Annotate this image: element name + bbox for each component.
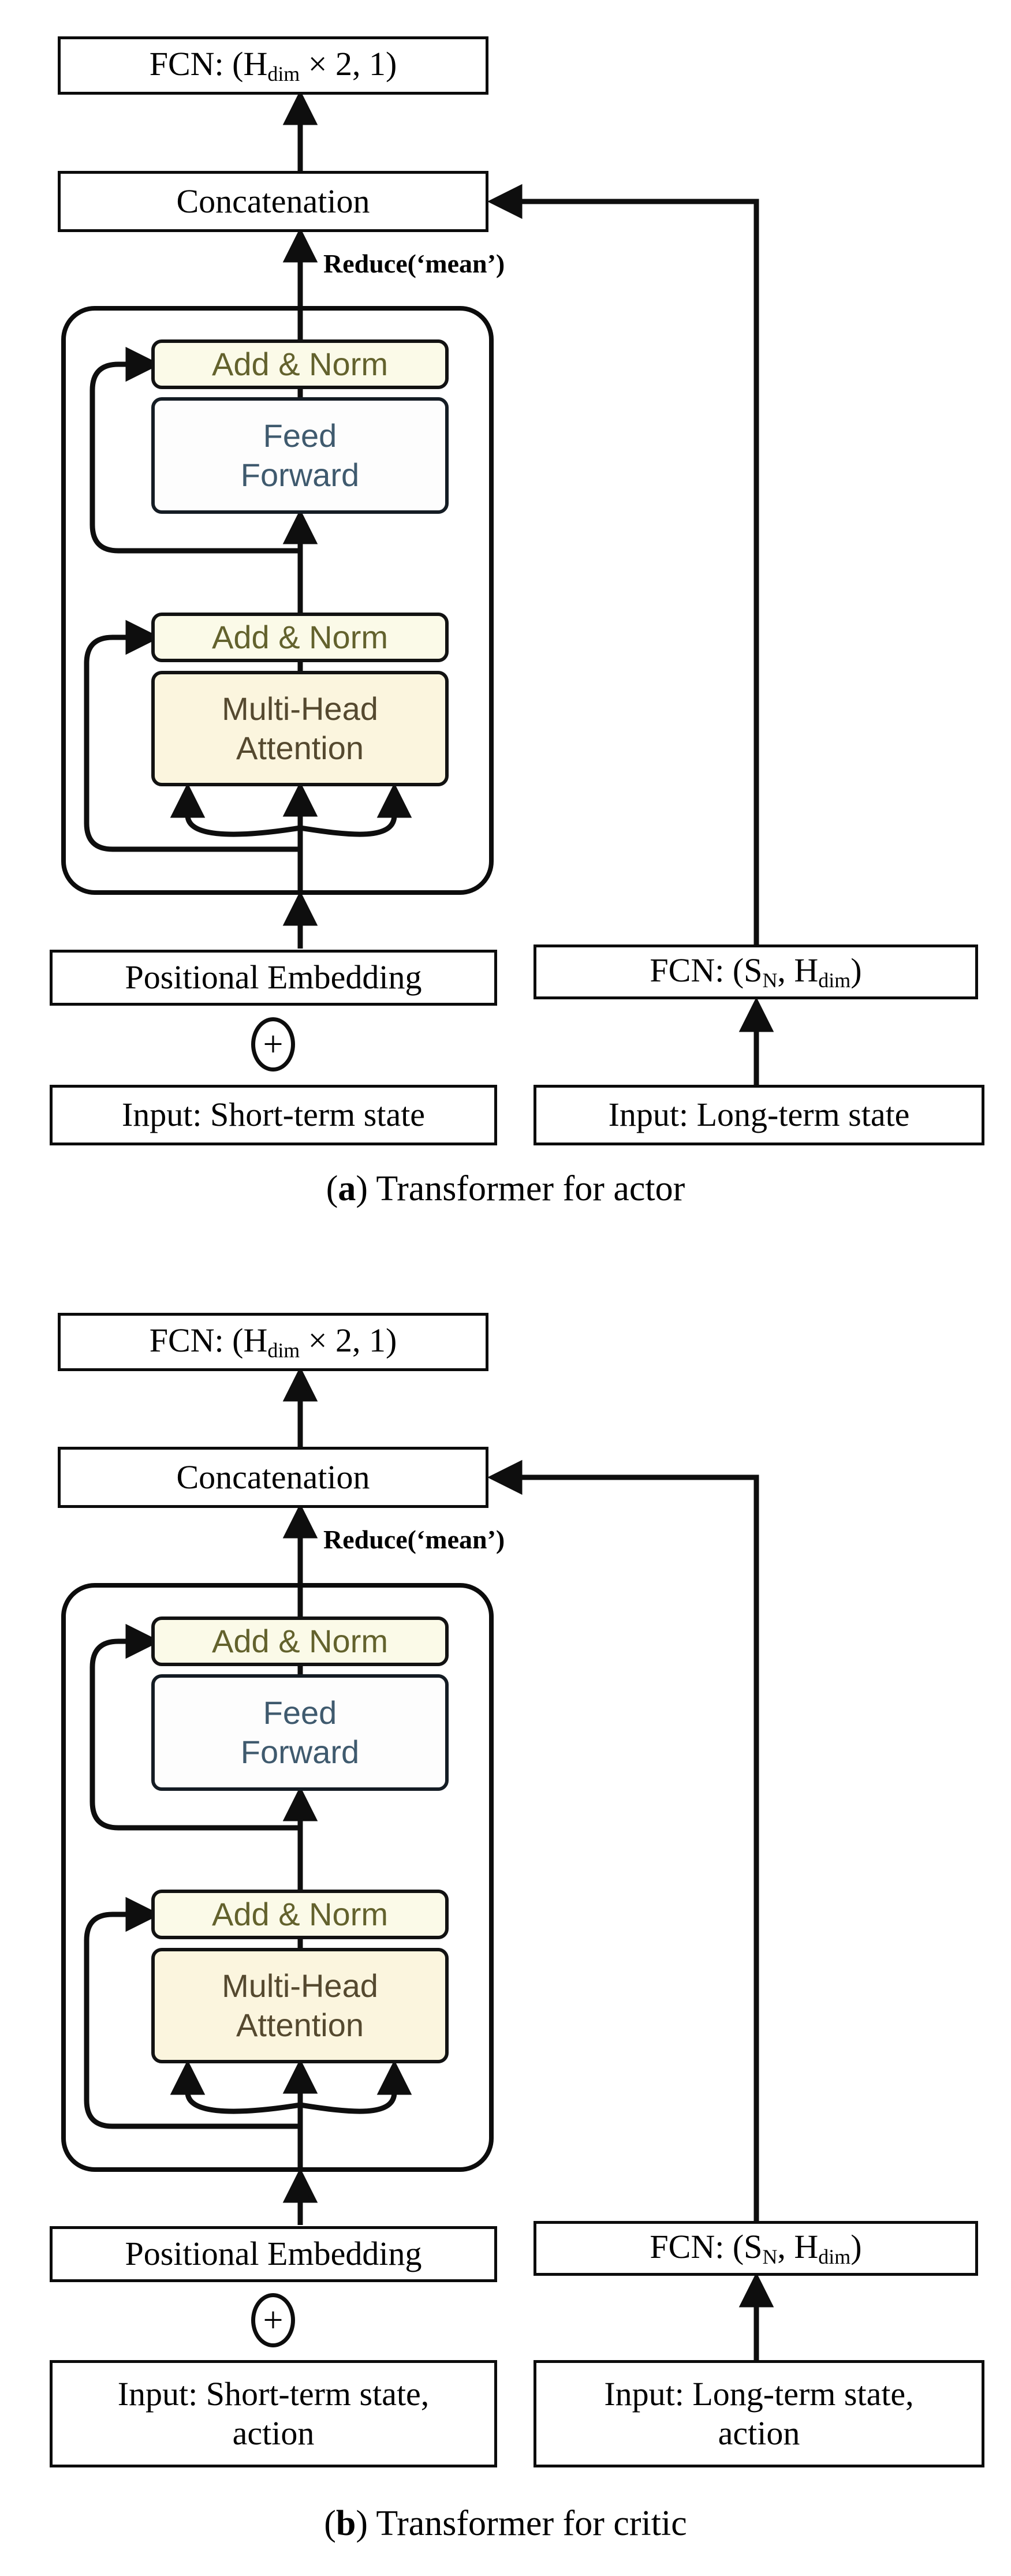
residual-loop-ff-b (89, 1638, 300, 1831)
residual-loop-mha-arrowhead-b (125, 1896, 161, 1932)
concatenation-box-actor: Concatenation (58, 171, 488, 232)
feed-forward-line1-actor: Feed (263, 417, 337, 454)
qkv-left-arrowhead-a (170, 782, 206, 818)
multi-head-line2-critic: Attention (236, 2007, 364, 2043)
fcn-output-box-actor: FCN: (Hdim × 2, 1) (58, 36, 488, 95)
transformer-block-container-critic (61, 1583, 494, 2172)
positional-embedding-label-critic: Positional Embedding (125, 2235, 422, 2273)
fcn-output-box-critic: FCN: (Hdim × 2, 1) (58, 1313, 488, 1371)
plus-sign-actor: + (263, 1024, 283, 1064)
positional-embedding-box-critic: Positional Embedding (50, 2226, 497, 2282)
qkv-arrows-a (185, 815, 397, 837)
input-short-term-label-actor: Input: Short-term state (121, 1096, 426, 1134)
add-norm-box-1-critic: Add & Norm (151, 1616, 449, 1666)
fcn-hidden-box-critic: FCN: (SN, Hdim) (534, 2221, 978, 2276)
input-long-term-box-actor: Input: Long-term state (534, 1085, 984, 1145)
positional-embedding-label-actor: Positional Embedding (125, 958, 422, 996)
feed-forward-line2-actor: Forward (240, 457, 360, 493)
concatenation-label-actor: Concatenation (176, 182, 370, 220)
add-norm-box-2-critic: Add & Norm (151, 1890, 449, 1939)
add-norm-label-2-actor: Add & Norm (212, 618, 388, 655)
input-long-term-line1-critic: Input: Long-term state, (604, 2375, 914, 2413)
caption-open-paren-actor: ( (326, 1169, 338, 1208)
input-long-term-box-critic: Input: Long-term state, action (534, 2360, 984, 2467)
residual-loop-ff-arrowhead-b (125, 1623, 161, 1659)
input-long-term-label-actor: Input: Long-term state (608, 1096, 910, 1134)
reduce-mean-label-critic: Reduce(‘mean’) (323, 1525, 505, 1554)
plus-circle-actor: + (251, 1017, 295, 1072)
fcn-hidden-box-actor: FCN: (SN, Hdim) (534, 944, 978, 999)
feed-forward-line1-critic: Feed (263, 1694, 337, 1731)
feed-forward-box-actor: Feed Forward (151, 397, 449, 514)
concatenation-label-critic: Concatenation (176, 1458, 370, 1496)
branch-fcn-to-concat-b (517, 1474, 759, 2222)
arrow-concat-to-fcn-b (282, 1366, 318, 1449)
feed-forward-box-critic: Feed Forward (151, 1674, 449, 1791)
arrow-longinput-to-fcn-a (738, 996, 774, 1086)
residual-loop-ff-a (89, 361, 300, 554)
residual-loop-ff-arrowhead-a (125, 346, 161, 382)
branch-arrowhead-a (487, 184, 523, 219)
add-norm-label-2-critic: Add & Norm (212, 1895, 388, 1932)
plus-sign-critic: + (263, 2300, 283, 2340)
caption-letter-critic: b (335, 2504, 356, 2543)
concatenation-box-critic: Concatenation (58, 1447, 488, 1508)
caption-open-paren-critic: ( (324, 2504, 336, 2543)
caption-critic: (b) Transformer for critic (0, 2503, 1011, 2544)
transformer-block-container-actor (61, 306, 494, 895)
input-short-term-line1-critic: Input: Short-term state, (117, 2375, 430, 2413)
arrow-concat-to-fcn-a (282, 89, 318, 173)
positional-embedding-box-actor: Positional Embedding (50, 950, 497, 1006)
add-norm-label-1-actor: Add & Norm (212, 345, 388, 382)
caption-text-actor: ) Transformer for actor (356, 1169, 685, 1208)
caption-text-critic: ) Transformer for critic (356, 2504, 687, 2543)
fcn-output-label-critic: FCN: (Hdim × 2, 1) (149, 1321, 397, 1362)
branch-arrowhead-b (487, 1459, 523, 1495)
add-norm-box-2-actor: Add & Norm (151, 613, 449, 662)
fcn-hidden-label-actor: FCN: (SN, Hdim) (650, 951, 862, 992)
arrow-posemb-to-block-a (282, 890, 318, 949)
multi-head-attention-box-actor: Multi-Head Attention (151, 671, 449, 786)
multi-head-line1-actor: Multi-Head (222, 690, 378, 727)
input-short-term-line2-critic: action (232, 2414, 315, 2452)
arrow-block-to-concat-b (282, 1503, 318, 1585)
add-norm-box-1-actor: Add & Norm (151, 339, 449, 389)
caption-letter-actor: a (338, 1169, 356, 1208)
caption-actor: (a) Transformer for actor (0, 1168, 1011, 1209)
input-short-term-box-critic: Input: Short-term state, action (50, 2360, 497, 2467)
reduce-mean-label-actor: Reduce(‘mean’) (323, 249, 505, 278)
feed-forward-line2-critic: Forward (240, 1734, 360, 1770)
qkv-right-arrowhead-a (376, 782, 412, 818)
qkv-left-arrowhead-b (170, 2059, 206, 2095)
arrow-posemb-to-block-b (282, 2167, 318, 2225)
input-short-term-box-actor: Input: Short-term state (50, 1085, 497, 1145)
qkv-arrows-b (185, 2092, 397, 2114)
add-norm-label-1-critic: Add & Norm (212, 1622, 388, 1659)
residual-loop-mha-b (84, 1912, 300, 2129)
multi-head-line2-actor: Attention (236, 730, 364, 766)
arrow-block-to-concat-a (282, 227, 318, 308)
plus-circle-critic: + (251, 2293, 295, 2347)
arrow-longinput-to-fcn-b (738, 2272, 774, 2361)
qkv-right-arrowhead-b (376, 2059, 412, 2095)
residual-loop-mha-arrowhead-a (125, 619, 161, 655)
fcn-output-label-actor: FCN: (Hdim × 2, 1) (149, 45, 397, 86)
branch-fcn-to-concat-a (517, 199, 759, 946)
input-long-term-line2-critic: action (718, 2414, 800, 2452)
fcn-hidden-label-critic: FCN: (SN, Hdim) (650, 2228, 862, 2269)
residual-loop-mha-a (84, 634, 300, 852)
multi-head-line1-critic: Multi-Head (222, 1967, 378, 2004)
multi-head-attention-box-critic: Multi-Head Attention (151, 1948, 449, 2063)
